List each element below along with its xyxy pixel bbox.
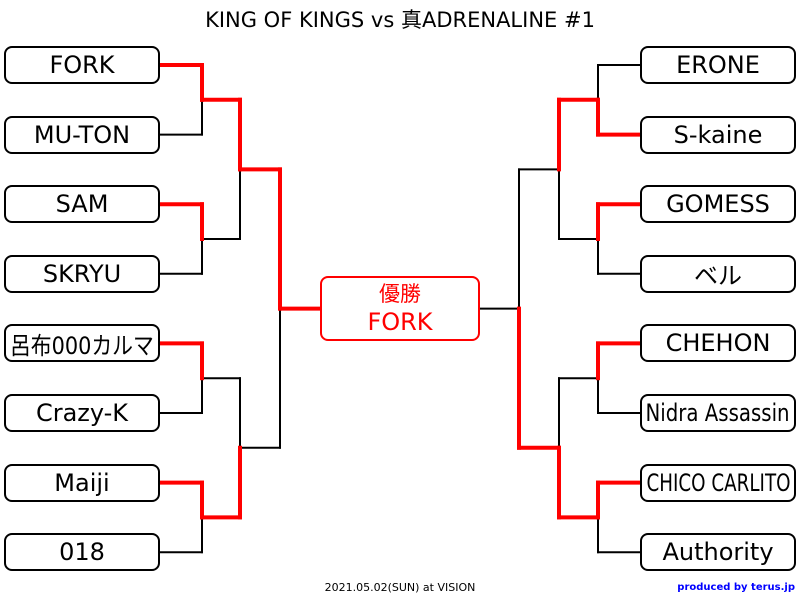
entrant-name: 018 bbox=[59, 538, 105, 567]
entrant-name: ERONE bbox=[676, 51, 760, 79]
left-entrant-box: SAM bbox=[4, 185, 160, 224]
right-entrant-box: ベル bbox=[640, 254, 796, 293]
right-entrant-box: Authority bbox=[640, 533, 796, 572]
entrant-name: MU-TON bbox=[33, 120, 131, 149]
right-entrant-box: GOMESS bbox=[640, 185, 796, 224]
event-date-venue: 2021.05.02(SUN) at VISION bbox=[324, 581, 476, 594]
right-entrant-box: S-kaine bbox=[640, 115, 796, 154]
bracket-title: KING OF KINGS vs 真ADRENALINE #1 bbox=[205, 8, 595, 32]
entrant-name: Authority bbox=[662, 538, 774, 567]
left-entrant-box: Crazy-K bbox=[4, 394, 160, 432]
right-entrant-box: ERONE bbox=[640, 46, 796, 84]
right-entrant-box: Nidra Assassin bbox=[640, 394, 796, 432]
left-entrant-box: Maiji bbox=[4, 463, 160, 502]
entrant-name: CHEHON bbox=[665, 329, 771, 358]
entrant-name: Nidra Assassin bbox=[645, 399, 791, 427]
champion-name: FORK bbox=[367, 308, 433, 336]
left-entrant-box: 018 bbox=[4, 533, 160, 572]
entrant-name: Crazy-K bbox=[35, 399, 129, 427]
entrant-name: Maiji bbox=[54, 468, 110, 497]
entrant-name: SAM bbox=[55, 190, 109, 219]
champion-box: 優勝 FORK bbox=[320, 276, 480, 341]
entrant-name: FORK bbox=[49, 51, 115, 79]
entrant-name: GOMESS bbox=[666, 190, 770, 219]
entrant-name: 呂布000カルマ bbox=[10, 331, 154, 360]
entrant-name: ベル bbox=[694, 262, 742, 291]
left-entrant-box: FORK bbox=[4, 46, 160, 84]
left-entrant-box: MU-TON bbox=[4, 115, 160, 154]
left-entrant-box: 呂布000カルマ bbox=[4, 324, 160, 363]
right-entrant-box: CHICO CARLITO bbox=[640, 463, 796, 502]
left-entrant-box: SKRYU bbox=[4, 254, 160, 293]
champion-label: 優勝 bbox=[379, 282, 421, 306]
right-entrant-box: CHEHON bbox=[640, 324, 796, 363]
credit-link[interactable]: produced by terus.jp bbox=[677, 582, 795, 593]
entrant-name: CHICO CARLITO bbox=[646, 468, 791, 497]
entrant-name: SKRYU bbox=[42, 259, 122, 288]
entrant-name: S-kaine bbox=[673, 120, 763, 149]
